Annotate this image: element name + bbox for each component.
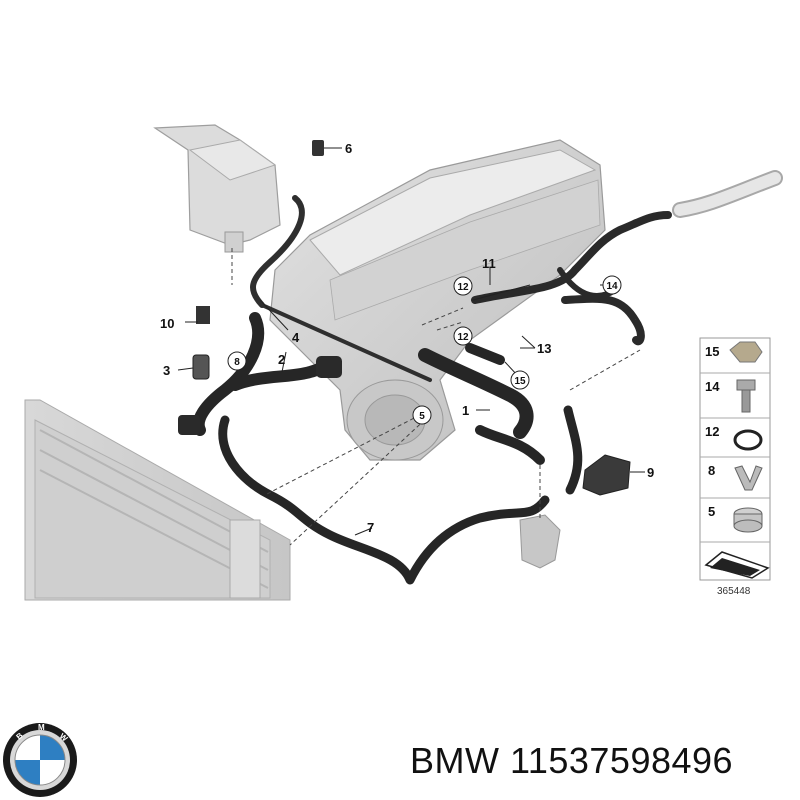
- legend-item-15: 15: [705, 344, 719, 359]
- legend-panel: 15 14 12 8 5 365448: [699, 337, 771, 597]
- coolant-hoses: [178, 140, 672, 585]
- reference-number: 365448: [717, 586, 751, 597]
- callout-14-circled: 14: [602, 275, 622, 295]
- gasket-diagram-icon: [704, 551, 770, 579]
- callout-6: 6: [345, 141, 352, 156]
- svg-text:8: 8: [234, 357, 240, 368]
- legend-item-8: 8: [708, 463, 715, 478]
- svg-text:B: B: [15, 731, 25, 742]
- circled-callouts: 8 5 12 12 15 14: [227, 275, 622, 425]
- clip-icon: [734, 465, 763, 491]
- callout-2: 2: [278, 352, 285, 367]
- callout-7: 7: [367, 520, 374, 535]
- svg-text:14: 14: [606, 281, 618, 292]
- part-caption: BMW 11537598496: [410, 740, 734, 781]
- callout-13: 13: [537, 341, 551, 356]
- bolt-icon: [736, 379, 756, 413]
- legend-item-5: 5: [708, 504, 715, 519]
- legend-item-14: 14: [705, 379, 720, 394]
- o-ring-icon: [733, 429, 763, 451]
- callout-1: 1: [462, 403, 469, 418]
- svg-text:M: M: [38, 723, 45, 732]
- dashed-leaders: [231, 248, 641, 546]
- svg-text:12: 12: [457, 282, 469, 293]
- callout-12b-circled: 12: [453, 326, 473, 346]
- callout-4: 4: [292, 330, 300, 345]
- upper-right-hose: [672, 170, 783, 218]
- callout-9: 9: [647, 465, 654, 480]
- callout-5-circled: 5: [412, 405, 432, 425]
- legend-item-12: 12: [705, 424, 719, 439]
- callout-3: 3: [163, 363, 170, 378]
- callout-12a-circled: 12: [453, 276, 473, 296]
- hose-clamp-icon: [733, 507, 763, 533]
- callout-8-circled: 8: [227, 351, 247, 371]
- callout-15-circled: 15: [510, 370, 530, 390]
- svg-text:12: 12: [457, 332, 469, 343]
- expansion-tank: [153, 124, 281, 253]
- radiator: [24, 399, 291, 601]
- callouts: 6 11 10 4 2 13 3 1 9 7: [160, 141, 654, 535]
- callout-10: 10: [160, 316, 174, 331]
- svg-text:15: 15: [514, 376, 526, 387]
- nut-icon: [729, 341, 763, 363]
- bmw-logo: B M W: [3, 723, 77, 797]
- callout-11: 11: [482, 256, 496, 271]
- svg-text:5: 5: [419, 411, 425, 422]
- svg-text:W: W: [58, 732, 70, 744]
- engine-block: [269, 139, 606, 569]
